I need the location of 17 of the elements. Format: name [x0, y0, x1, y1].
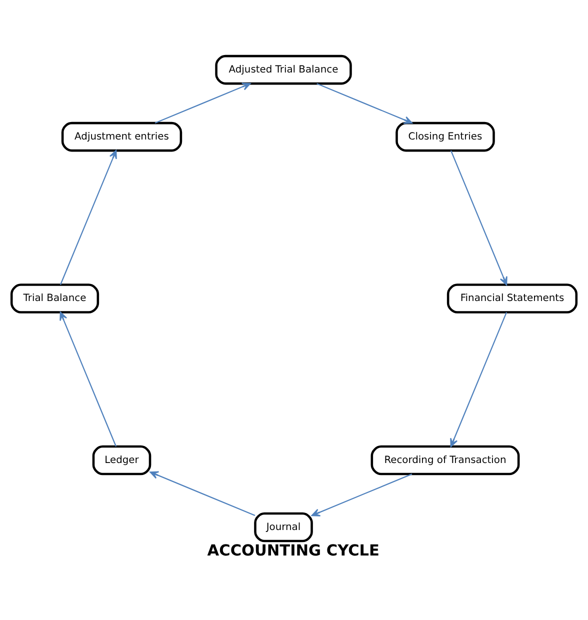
arrow — [154, 82, 251, 124]
arrow — [450, 312, 508, 448]
node-box: Financial Statements — [446, 284, 578, 314]
arrow — [316, 83, 413, 124]
node-box: Ledger — [92, 445, 152, 476]
node-box: Recording of Transaction — [370, 445, 520, 476]
node-box: Closing Entries — [396, 122, 495, 152]
node-box: Adjustment entries — [61, 122, 182, 152]
diagram-title: ACCOUNTING CYCLE — [207, 542, 380, 560]
arrow — [60, 150, 117, 285]
node-box: Journal — [254, 512, 313, 542]
node-box: Adjusted Trial Balance — [215, 54, 352, 85]
arrow — [311, 474, 412, 516]
arrow — [150, 471, 256, 516]
arrow — [60, 312, 117, 447]
arrow — [450, 150, 508, 286]
node-box: Trial Balance — [10, 284, 100, 314]
